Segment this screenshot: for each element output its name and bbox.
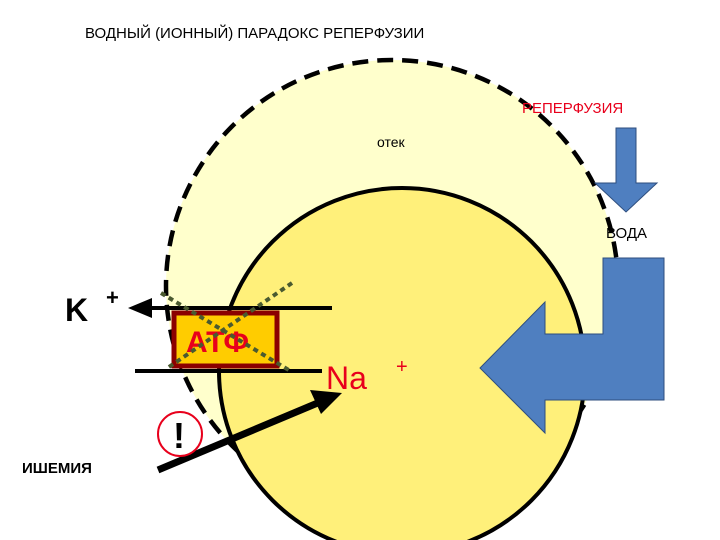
atp-pump-box [171,310,280,369]
edema-label: отек [377,134,406,150]
atp-cross-line-2 [164,281,294,371]
water-label: ВОДА [606,225,647,242]
potassium-label: K [65,292,88,328]
alert-circle [157,411,203,457]
sodium-charge: + [396,356,408,378]
diagram-title: ВОДНЫЙ (ИОННЫЙ) ПАРАДОКС РЕПЕРФУЗИИ [85,24,424,42]
sodium-influx-arrowhead [310,390,342,414]
alert-exclamation: ! [173,415,185,456]
ischemia-label: ИШЕМИЯ [22,460,92,477]
reperfusion-label: РЕПЕРФУЗИЯ [522,100,623,117]
water-down-arrow [593,127,659,213]
sodium-influx-arrow-shaft [156,398,322,474]
potassium-efflux-arrowhead [128,298,152,318]
atp-cross-line-1 [159,291,294,374]
atp-label: АТФ [186,326,249,359]
water-influx-arrow [479,257,665,435]
sodium-label: Na [326,360,367,396]
potassium-charge: + [106,285,119,310]
